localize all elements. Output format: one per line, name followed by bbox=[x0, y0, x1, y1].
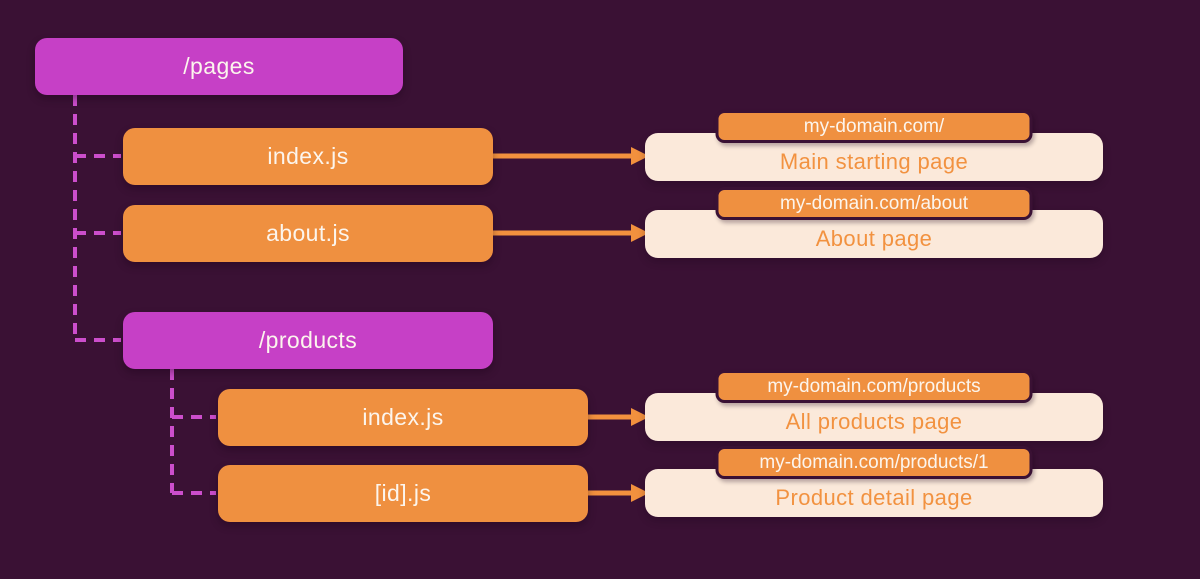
mapping-arrow-about bbox=[493, 224, 649, 242]
url-badge-about: my-domain.com/about bbox=[715, 187, 1033, 220]
mapping-arrow-index bbox=[493, 147, 649, 165]
url-badge-product-detail: my-domain.com/products/1 bbox=[715, 446, 1033, 479]
route-description-home: Main starting page bbox=[779, 149, 969, 174]
route-card-home: my-domain.com/ Main starting page bbox=[645, 110, 1103, 181]
file-node-about-js: about.js bbox=[123, 205, 493, 262]
branch-lines-products bbox=[170, 369, 216, 495]
route-card-about: my-domain.com/about About page bbox=[645, 187, 1103, 258]
url-badge-home: my-domain.com/ bbox=[715, 110, 1033, 143]
file-node-products-index-js: index.js bbox=[218, 389, 588, 446]
url-badge-products: my-domain.com/products bbox=[715, 370, 1033, 403]
branch-lines-pages bbox=[73, 95, 121, 342]
route-description-product-detail: Product detail page bbox=[775, 485, 973, 510]
file-node-id-js: [id].js bbox=[218, 465, 588, 522]
folder-node-pages: /pages bbox=[35, 38, 403, 95]
route-description-products: All products page bbox=[785, 409, 963, 434]
file-node-pages-index-js: index.js bbox=[123, 128, 493, 185]
route-card-product-detail: my-domain.com/products/1 Product detail … bbox=[645, 446, 1103, 517]
route-card-products: my-domain.com/products All products page bbox=[645, 370, 1103, 441]
folder-node-products: /products bbox=[123, 312, 493, 369]
mapping-arrow-products-index bbox=[588, 408, 649, 426]
route-description-about: About page bbox=[815, 226, 933, 251]
mapping-arrow-product-id bbox=[588, 484, 649, 502]
